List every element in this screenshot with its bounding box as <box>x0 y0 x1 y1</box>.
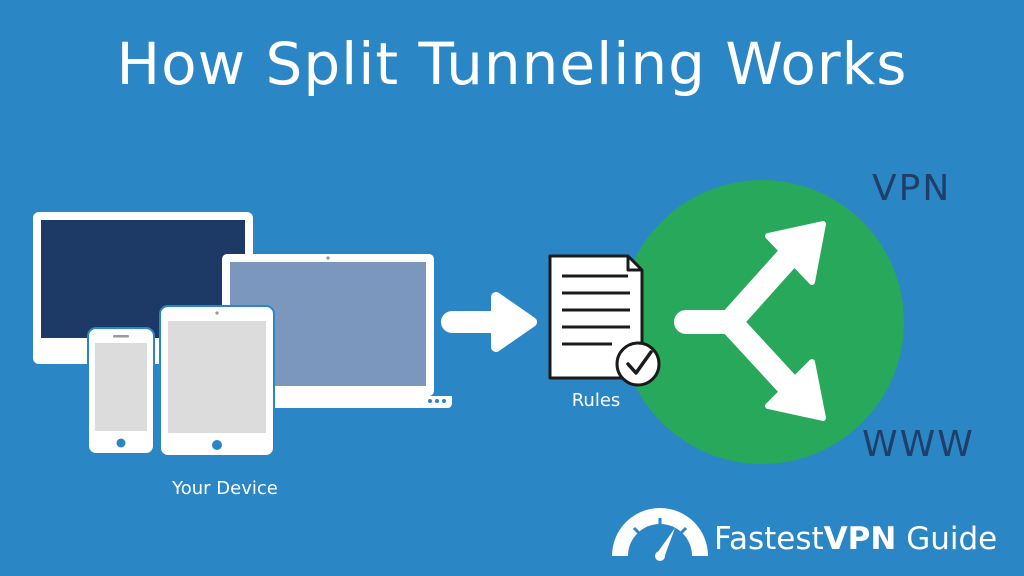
phone-icon <box>87 327 155 455</box>
page-title: How Split Tunneling Works <box>116 30 908 98</box>
logo: FastestVPN Guide <box>612 514 997 564</box>
logo-text-fastest: Fastest <box>714 521 824 557</box>
logo-text: FastestVPN Guide <box>714 521 997 557</box>
vpn-label: VPN <box>872 168 952 209</box>
rules-label: Rules <box>571 390 621 411</box>
check-circle-icon <box>615 341 661 387</box>
tablet-icon <box>159 305 275 457</box>
arrow-right-icon <box>441 292 537 352</box>
split-circle <box>620 180 904 464</box>
split-arrow-icon <box>674 221 826 421</box>
your-device-label: Your Device <box>172 478 278 499</box>
www-label: WWW <box>862 424 975 465</box>
rules-document-check-icon <box>548 254 661 387</box>
devices-illustration <box>33 212 452 457</box>
logo-text-guide: Guide <box>906 521 998 557</box>
logo-text-vpn: VPN <box>823 521 897 557</box>
logo-text-space <box>896 521 906 557</box>
speedometer-icon <box>612 508 708 561</box>
